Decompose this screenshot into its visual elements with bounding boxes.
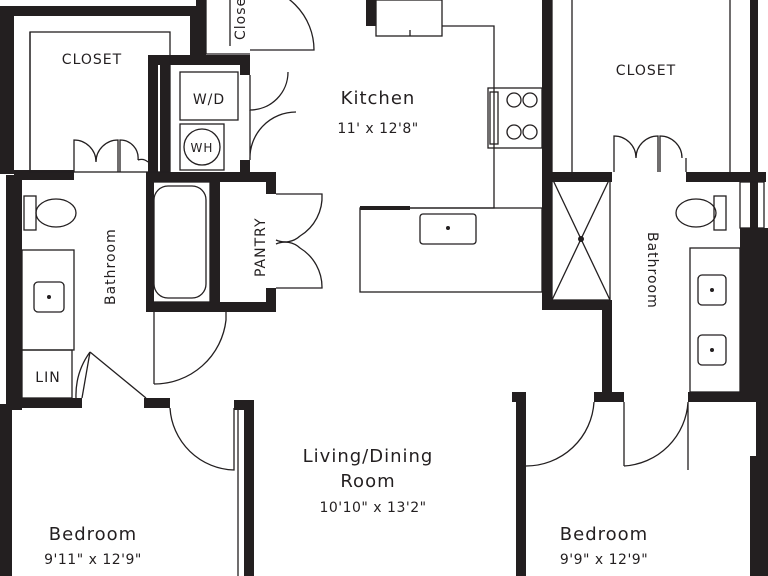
living-room-dimensions: 10'10" x 13'2" bbox=[319, 500, 426, 516]
linen-label: LIN bbox=[35, 370, 60, 386]
kitchen-dimensions: 11' x 12'8" bbox=[337, 121, 418, 137]
living-room-label-line2: Room bbox=[340, 471, 395, 492]
living-room-label-line1: Living/Dining bbox=[303, 446, 434, 467]
labels: CLOSET CLOSET Closet Kitchen 11' x 12'8"… bbox=[35, 0, 676, 568]
bedroom-right-dimensions: 9'9" x 12'9" bbox=[560, 552, 648, 568]
pantry-label: PANTRY bbox=[253, 217, 269, 277]
bathroom-right-label: Bathroom bbox=[644, 232, 660, 309]
washer-dryer-label: W/D bbox=[193, 92, 225, 108]
closet-left-label: CLOSET bbox=[62, 52, 122, 68]
closet-right-label: CLOSET bbox=[616, 63, 676, 79]
water-heater-label: WH bbox=[191, 141, 214, 155]
bedroom-left-label: Bedroom bbox=[49, 524, 137, 545]
bathroom-left-label: Bathroom bbox=[103, 228, 119, 305]
kitchen-label: Kitchen bbox=[341, 88, 416, 109]
closet-top-label: Closet bbox=[233, 0, 249, 40]
bedroom-right-label: Bedroom bbox=[560, 524, 648, 545]
bedroom-left-dimensions: 9'11" x 12'9" bbox=[44, 552, 142, 568]
fixtures bbox=[21, 0, 765, 576]
